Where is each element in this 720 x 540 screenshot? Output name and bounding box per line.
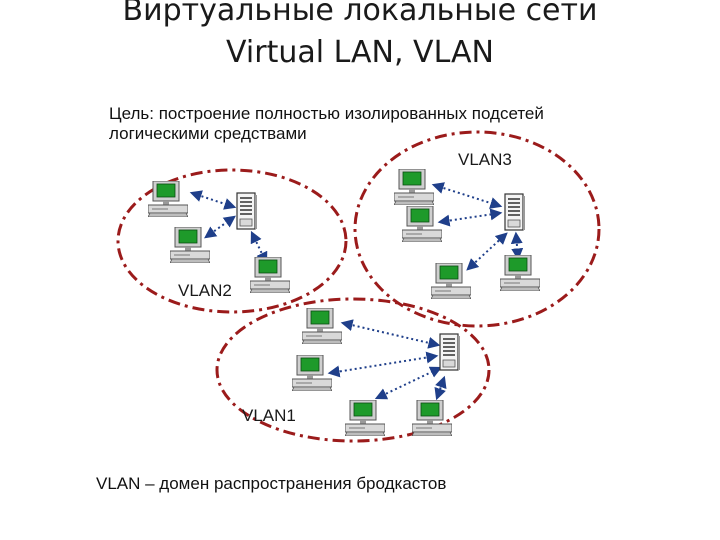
link-vlan3-c [466, 232, 508, 271]
link-vlan2-a [189, 190, 237, 210]
computer-icon [500, 255, 540, 291]
link-vlan1-d [434, 375, 447, 401]
link-vlan2-b [204, 215, 236, 239]
computer-icon [345, 400, 385, 436]
page-title-en: Virtual LAN, VLAN [226, 35, 494, 70]
vlan3-label: VLAN3 [458, 150, 512, 169]
server-icon [236, 192, 258, 230]
computer-icon [412, 400, 452, 436]
computer-icon [402, 206, 442, 242]
computer-icon [431, 263, 471, 299]
vlan1-boundary [215, 297, 491, 443]
server-icon [504, 193, 526, 231]
server-icon [439, 333, 461, 371]
link-vlan3-a [431, 182, 503, 209]
vlan3-boundary [353, 130, 601, 328]
goal-text-line1: Цель: построение полностью изолированных… [109, 104, 544, 123]
link-vlan1-c [374, 366, 443, 400]
vlan1-label: VLAN1 [242, 406, 296, 425]
goal-text-line2: логическими средствами [109, 124, 307, 143]
page-title-ru: Виртуальные локальные сети [122, 0, 598, 28]
computer-icon [292, 355, 332, 391]
computer-icon [394, 169, 434, 205]
footer-text: VLAN – домен распространения бродкастов [96, 474, 447, 493]
computer-icon [250, 257, 290, 293]
link-vlan1-a [340, 319, 441, 349]
link-vlan3-d [510, 231, 524, 261]
link-vlan3-b [437, 208, 503, 227]
vlan2-label: VLAN2 [178, 281, 232, 300]
link-vlan1-b [327, 351, 439, 378]
computer-icon [170, 227, 210, 263]
computer-icon [302, 308, 342, 344]
computer-icon [148, 181, 188, 217]
vlan2-boundary [116, 168, 348, 314]
